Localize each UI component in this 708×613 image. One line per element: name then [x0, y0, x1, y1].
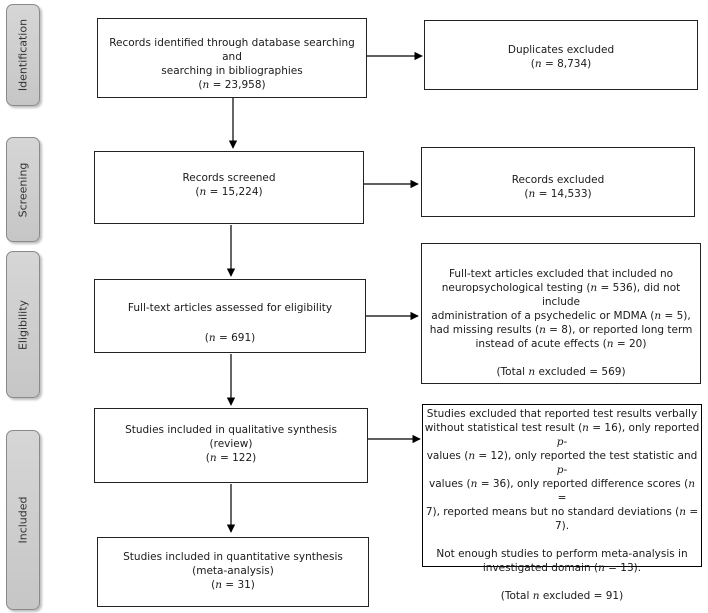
- records-excluded-label: Records excluded: [511, 174, 605, 186]
- fulltext-excluded-line5: instead of acute effects (n = 20): [475, 338, 647, 350]
- phase-identification-label: Identification: [6, 4, 40, 106]
- fulltext-assessed-count: (n = 691): [204, 332, 256, 344]
- records-identified-box: Records identified through database sear…: [97, 18, 367, 98]
- records-identified-line1: Records identified through database sear…: [109, 37, 355, 63]
- records-identified-count: (n = 23,958): [198, 79, 266, 91]
- quantitative-synthesis-line1: Studies included in quantitative synthes…: [123, 551, 343, 563]
- studies-excluded-line4: values (n = 36), only reported differenc…: [429, 478, 695, 504]
- quantitative-synthesis-box: Studies included in quantitative synthes…: [97, 537, 369, 607]
- phase-included-label: Included: [6, 430, 40, 610]
- records-excluded-count: (n = 14,533): [524, 188, 592, 200]
- studies-excluded-box: Studies excluded that reported test resu…: [422, 404, 702, 602]
- studies-excluded-line2: without statistical test result (n = 16)…: [424, 422, 700, 448]
- records-excluded-box: Records excluded (n = 14,533): [421, 147, 695, 217]
- fulltext-excluded-total: (Total n excluded = 569): [496, 366, 626, 378]
- fulltext-excluded-line1: Full-text articles excluded that include…: [448, 268, 674, 280]
- duplicates-excluded-count: (n = 8,734): [530, 58, 592, 70]
- studies-excluded-line5: 7), reported means but no standard devia…: [425, 506, 699, 532]
- studies-excluded-line6: Not enough studies to perform meta-analy…: [436, 548, 688, 560]
- studies-excluded-total: (Total n excluded = 91): [500, 590, 624, 602]
- fulltext-excluded-line3: administration of a psychedelic or MDMA …: [431, 310, 691, 322]
- qualitative-synthesis-line1: Studies included in qualitative synthesi…: [125, 424, 337, 436]
- fulltext-excluded-box: Full-text articles excluded that include…: [421, 243, 701, 384]
- phase-screening-label: Screening: [6, 137, 40, 242]
- quantitative-synthesis-line2: (meta-analysis): [192, 565, 274, 577]
- fulltext-excluded-line4: had missing results (n = 8), or reported…: [429, 324, 693, 336]
- studies-excluded-line7: investigated domain (n = 13).: [482, 562, 642, 574]
- qualitative-synthesis-box: Studies included in qualitative synthesi…: [94, 408, 368, 483]
- studies-excluded-line3: values (n = 12), only reported the test …: [426, 450, 698, 476]
- studies-excluded-line1: Studies excluded that reported test resu…: [426, 408, 698, 420]
- duplicates-excluded-box: Duplicates excluded (n = 8,734): [424, 20, 698, 90]
- fulltext-assessed-box: Full-text articles assessed for eligibil…: [94, 279, 366, 353]
- quantitative-synthesis-count: (n = 31): [211, 579, 255, 591]
- duplicates-excluded-label: Duplicates excluded: [507, 44, 615, 56]
- records-screened-label: Records screened: [182, 172, 276, 184]
- fulltext-excluded-line2: neuropsychological testing (n = 536), di…: [441, 282, 681, 308]
- records-screened-box: Records screened (n = 15,224): [94, 151, 364, 224]
- qualitative-synthesis-count: (n = 122): [205, 452, 257, 464]
- phase-eligibility-label: Eligibility: [6, 251, 40, 398]
- records-screened-count: (n = 15,224): [195, 186, 263, 198]
- records-identified-line2: searching in bibliographies: [161, 65, 303, 77]
- qualitative-synthesis-line2: (review): [209, 438, 253, 450]
- fulltext-assessed-label: Full-text articles assessed for eligibil…: [127, 302, 333, 314]
